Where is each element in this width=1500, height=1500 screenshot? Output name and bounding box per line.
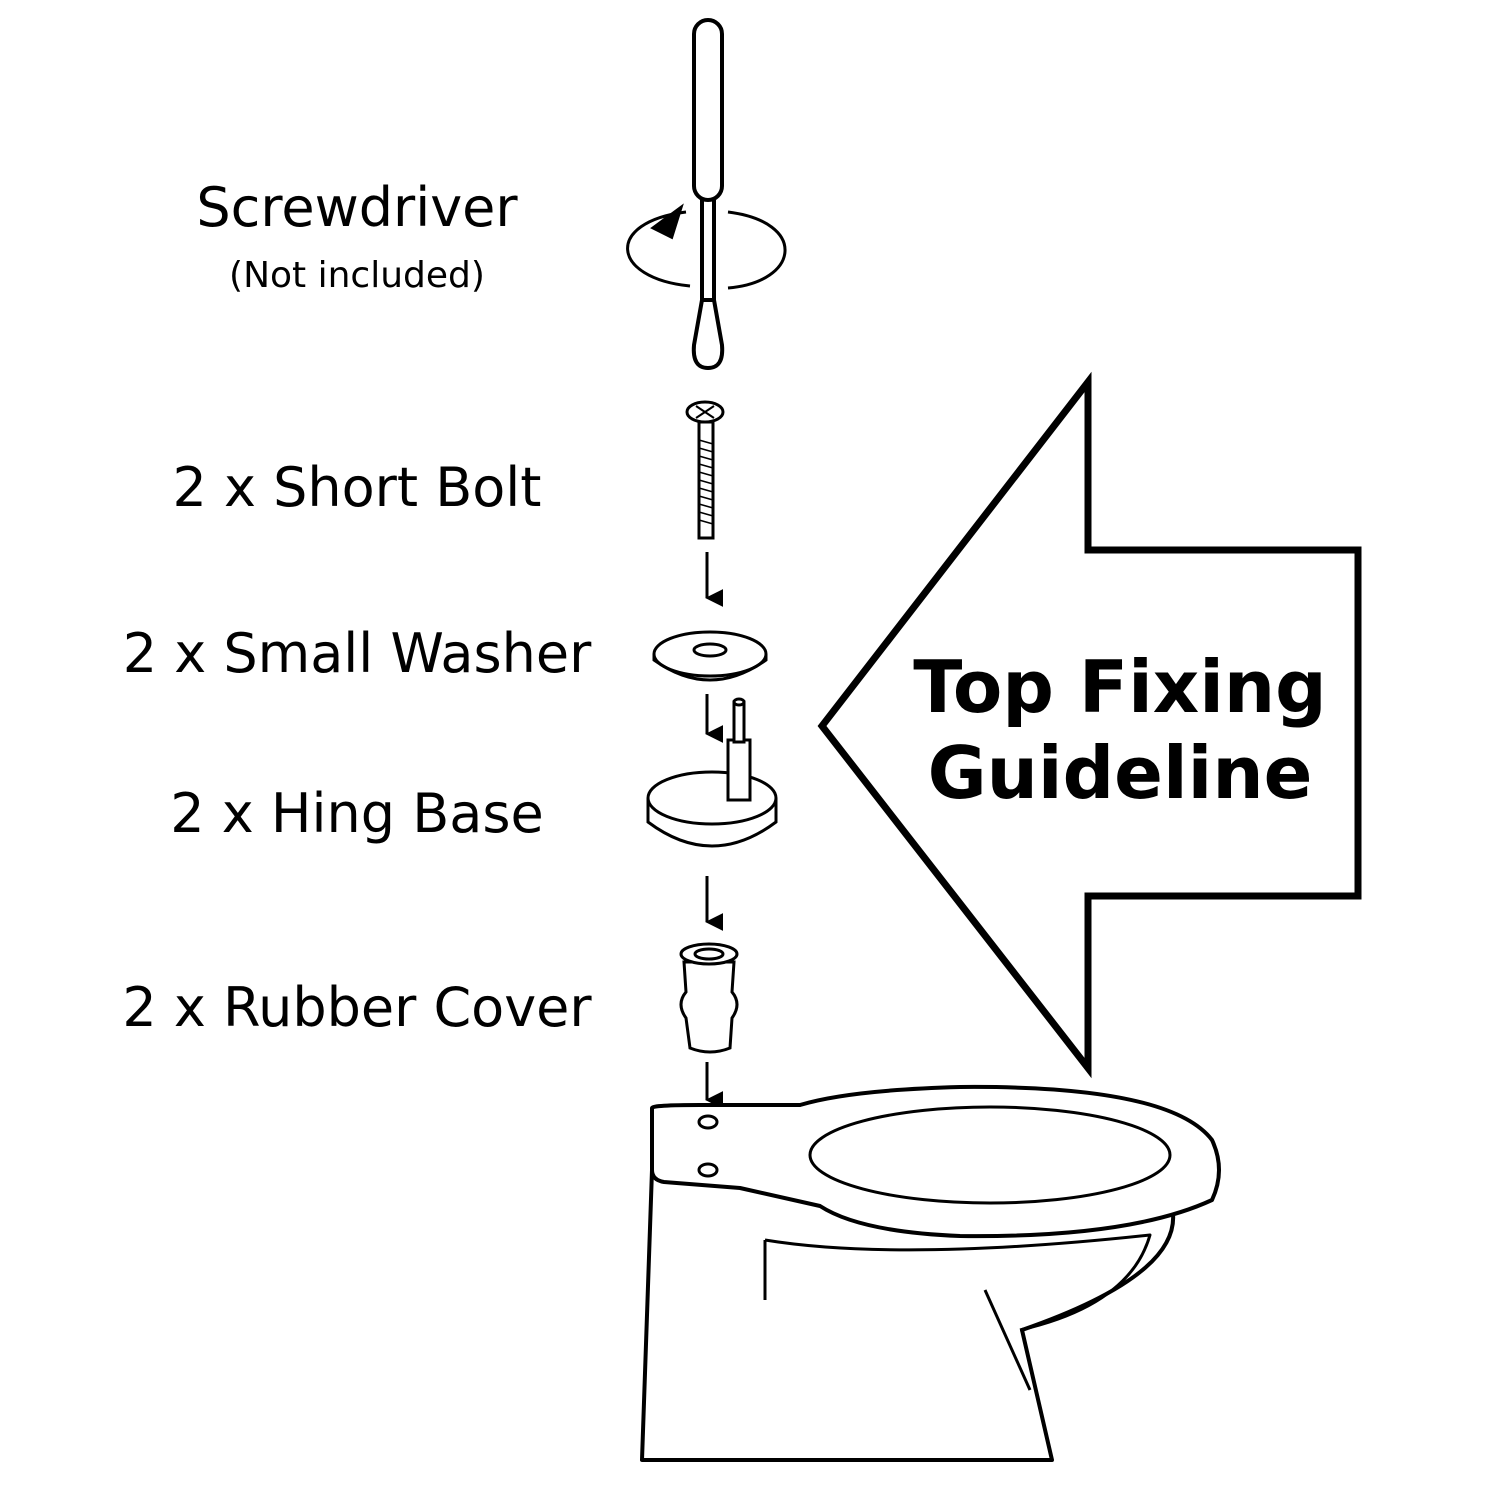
- screwdriver-label: Screwdriver: [196, 176, 518, 239]
- callout-arrow: [817, 371, 1362, 1079]
- callout-line-1: Top Fixing: [913, 645, 1327, 729]
- rubber-cover-icon: [679, 942, 739, 1054]
- rubber-cover-label: 2 x Rubber Cover: [122, 976, 592, 1039]
- short-bolt-label: 2 x Short Bolt: [172, 456, 542, 519]
- screwdriver-icon: [626, 18, 787, 371]
- small-washer-label: 2 x Small Washer: [122, 622, 592, 685]
- hinge-base-icon: [646, 697, 778, 848]
- toilet-icon: [640, 1084, 1221, 1462]
- screwdriver-note: (Not included): [229, 255, 485, 296]
- hinge-base-label: 2 x Hing Base: [170, 782, 544, 845]
- small-washer-icon: [652, 630, 768, 682]
- short-bolt-icon: [685, 400, 725, 540]
- callout-line-2: Guideline: [927, 731, 1313, 815]
